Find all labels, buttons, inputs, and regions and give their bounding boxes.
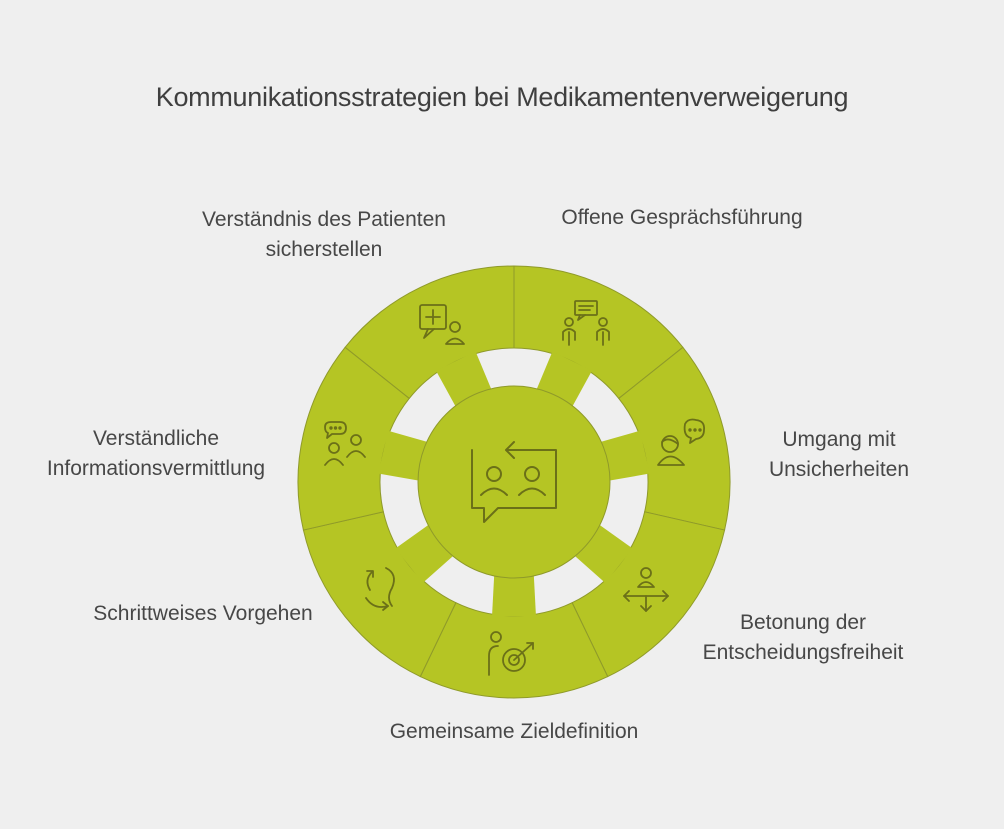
target-goal-icon <box>488 631 534 676</box>
center-hub <box>417 385 611 579</box>
conversation-people-icon <box>471 441 557 523</box>
thinking-person-icon <box>657 418 705 466</box>
label-line: Offene Gesprächsführung <box>561 206 803 229</box>
label-line: Unsicherheiten <box>768 458 910 481</box>
label-line: Gemeinsame Zieldefinition <box>389 720 639 743</box>
connector-ziel <box>492 567 536 617</box>
label-line: Entscheidungsfreiheit <box>702 641 904 664</box>
medical-consultation-icon <box>419 304 465 345</box>
label-line: Verständliche <box>92 427 220 450</box>
label-umgang: Umgang mit Unsicherheiten <box>754 425 924 485</box>
label-line: Betonung der <box>739 611 867 634</box>
label-ziel: Gemeinsame Zieldefinition <box>374 717 654 747</box>
label-verstaendnis: Verständnis des Patienten sicherstellen <box>196 205 452 265</box>
diagram-title: Kommunikationsstrategien bei Medikamente… <box>155 82 849 112</box>
label-betonung: Betonung der Entscheidungsfreiheit <box>690 608 916 668</box>
label-line: sicherstellen <box>265 238 383 261</box>
decision-crossroads-icon <box>623 567 669 612</box>
label-line: Schrittweises Vorgehen <box>93 602 313 625</box>
label-offene: Offene Gesprächsführung <box>554 203 810 233</box>
label-info: Verständliche Informationsvermittlung <box>30 424 282 484</box>
label-line: Informationsvermittlung <box>46 457 266 480</box>
group-chat-icon <box>324 421 366 466</box>
dialogue-people-icon <box>562 300 610 346</box>
step-arrows-icon <box>365 567 395 611</box>
segment-info <box>297 346 410 531</box>
label-line: Umgang mit <box>782 428 896 451</box>
label-line: Verständnis des Patienten <box>201 208 446 231</box>
label-schritt: Schrittweises Vorgehen <box>80 599 326 629</box>
